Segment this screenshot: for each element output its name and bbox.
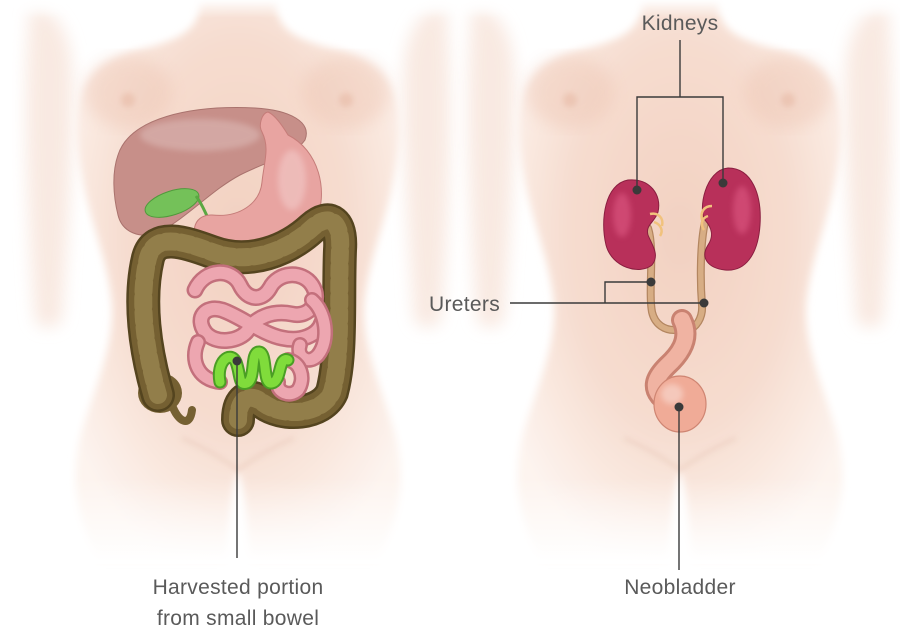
kidney-left [604,180,659,270]
harvested-pointer-dot [233,357,242,366]
ureter-right-pointer-dot [700,299,709,308]
label-harvested-line1: Harvested portion [153,576,324,599]
ureter-left-pointer-dot [647,278,656,287]
kidney-left-pointer-dot [633,186,642,195]
label-kidneys: Kidneys [642,12,719,35]
kidney-right [702,168,760,270]
neobladder-highlight [661,384,683,404]
kidney-right-highlight [733,186,751,234]
top-fade [0,0,900,18]
stomach-highlight [278,150,306,210]
label-harvested-line2: from small bowel [157,607,319,630]
bottom-fade [0,478,900,564]
label-ureters: Ureters [429,293,500,316]
kidney-right-pointer-dot [719,179,728,188]
liver-highlight [140,119,260,151]
label-neobladder: Neobladder [624,576,736,599]
neobladder-pointer-dot [675,403,684,412]
kidney-left-highlight [613,193,631,237]
